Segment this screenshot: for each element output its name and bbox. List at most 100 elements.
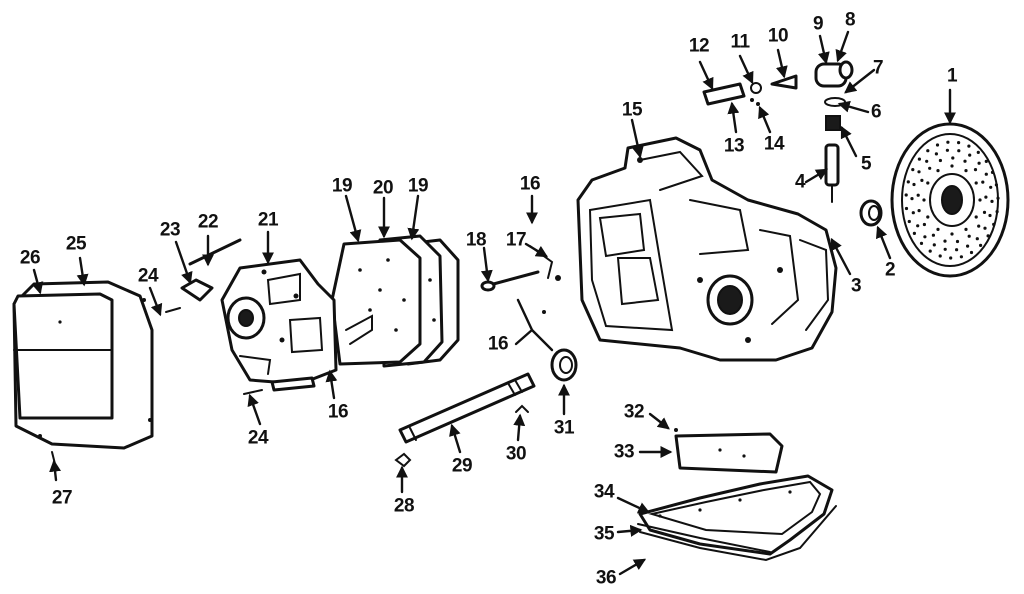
converter-hole: [957, 149, 961, 153]
converter-hole: [955, 239, 960, 244]
oil-pump-plates: [330, 234, 460, 368]
converter-hole: [906, 180, 910, 184]
converter-hole: [912, 231, 917, 235]
converter-hole: [951, 156, 955, 160]
converter-hole: [938, 158, 943, 163]
converter-hole: [904, 206, 909, 211]
converter-hole: [943, 247, 947, 251]
callout-19-right: 19: [407, 175, 429, 197]
converter-hole: [977, 224, 981, 228]
callout-33: 33: [613, 441, 635, 463]
converter-hole: [968, 153, 972, 157]
converter-hole: [990, 170, 995, 174]
callout-34: 34: [593, 481, 615, 503]
converter-hole: [986, 234, 990, 238]
callout-28: 28: [393, 495, 415, 517]
converter-hole: [982, 210, 987, 214]
converter-hole: [935, 143, 940, 147]
callout-23: 23: [159, 219, 181, 241]
converter-hole: [919, 241, 924, 245]
converter-hole: [992, 222, 996, 226]
converter-hole: [926, 215, 930, 219]
converter-hole: [978, 198, 982, 202]
callout-2: 2: [884, 259, 896, 281]
converter-hole: [959, 255, 964, 259]
callout-30: 30: [505, 443, 527, 465]
converter-hole: [926, 149, 930, 153]
converter-hole: [975, 237, 979, 241]
callout-6: 6: [870, 101, 882, 123]
converter-hole: [984, 172, 988, 176]
transaxle-case: [576, 136, 838, 362]
converter-hole: [967, 234, 971, 238]
callout-35: 35: [593, 523, 615, 545]
converter-seal: [859, 199, 883, 227]
callout-13: 13: [723, 135, 745, 157]
converter-hole: [922, 198, 926, 202]
oil-filter: [674, 428, 784, 474]
callout-21: 21: [257, 209, 279, 231]
leader-lines: [31, 30, 956, 576]
callout-7: 7: [872, 57, 884, 79]
oil-pan: [637, 474, 837, 562]
callout-12: 12: [688, 35, 710, 57]
converter-hole: [936, 169, 940, 173]
converter-hole: [974, 215, 978, 219]
converter-hole: [996, 196, 1000, 200]
converter-hole: [925, 159, 929, 163]
callout-26: 26: [19, 247, 41, 269]
callout-24-upper: 24: [137, 265, 159, 287]
converter-hole: [950, 164, 954, 168]
converter-hole: [943, 239, 947, 243]
callout-16-upper: 16: [519, 173, 541, 195]
converter-hole: [917, 170, 921, 174]
converter-hole: [931, 233, 936, 237]
converter-hole: [983, 226, 987, 230]
converter-hole: [945, 148, 950, 152]
callout-25: 25: [65, 233, 87, 255]
callout-11: 11: [730, 31, 750, 53]
converter-hole: [922, 222, 927, 227]
side-cover: [12, 280, 154, 450]
converter-hole: [955, 248, 959, 252]
converter-hole: [964, 169, 968, 173]
converter-hole: [916, 224, 920, 228]
callout-19-left: 19: [331, 175, 353, 197]
converter-hole: [928, 249, 932, 253]
torque-converter: [890, 122, 1010, 278]
callout-9: 9: [812, 13, 824, 35]
callout-4: 4: [794, 171, 806, 193]
converter-hole: [911, 168, 915, 172]
converter-hole: [977, 161, 981, 165]
output-shaft: [398, 372, 536, 444]
converter-hole: [910, 197, 914, 201]
callout-5: 5: [860, 153, 872, 175]
callout-16-middle: 16: [487, 333, 509, 355]
callout-22: 22: [197, 211, 219, 233]
callout-3: 3: [850, 275, 862, 297]
callout-16-lower: 16: [327, 401, 349, 423]
callout-32: 32: [623, 401, 645, 423]
callout-10: 10: [767, 25, 789, 47]
converter-hole: [976, 150, 980, 154]
callout-36: 36: [595, 567, 617, 589]
callout-14: 14: [763, 133, 785, 155]
governor-assembly: [702, 60, 854, 203]
callout-17: 17: [505, 229, 527, 251]
converter-hole: [907, 219, 911, 224]
callout-27: 27: [51, 487, 73, 509]
converter-hole: [949, 256, 953, 260]
converter-hole: [974, 181, 978, 185]
converter-hole: [917, 157, 922, 161]
converter-hole: [946, 140, 950, 144]
callout-31: 31: [553, 417, 575, 439]
converter-hole: [957, 141, 961, 145]
converter-hole: [988, 213, 992, 218]
converter-hole: [966, 244, 970, 248]
callout-20: 20: [372, 177, 394, 199]
converter-hole: [963, 159, 967, 163]
shift-linkage: [480, 245, 561, 314]
converter-hole: [923, 235, 927, 239]
